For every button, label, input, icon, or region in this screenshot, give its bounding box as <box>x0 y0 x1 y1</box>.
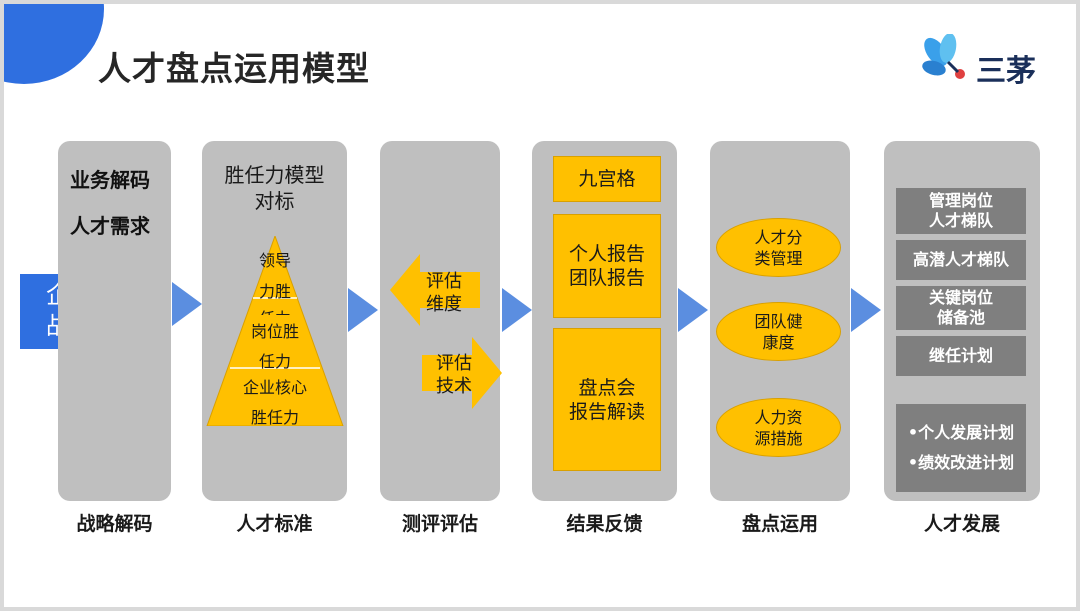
right-arrow-shape <box>422 337 502 409</box>
column-label-2: 人才标准 <box>236 513 313 535</box>
pyramid-text-7: 胜任力 <box>250 408 299 427</box>
column-assessment <box>380 141 500 501</box>
column-label-4: 结果反馈 <box>566 513 643 535</box>
pyramid-text-1: 领导 <box>258 251 291 270</box>
succession-plan-box: 继任计划 <box>896 336 1026 376</box>
pyramid-text-3: 任力 <box>245 305 305 315</box>
review-meeting-box: 盘点会 报告解读 <box>553 328 661 471</box>
column-label-5: 盘点运用 <box>741 513 818 535</box>
logo-text: 三茅 <box>976 54 1036 89</box>
management-pipeline-box: 管理岗位 人才梯队 <box>896 188 1026 234</box>
flow-arrow-1 <box>172 282 202 326</box>
logo-icon <box>922 34 965 79</box>
column-label-6: 人才发展 <box>923 513 1000 535</box>
column-label-3: 测评评估 <box>401 513 478 535</box>
assessment-technique-text: 评估 技术 <box>436 353 472 397</box>
flow-arrow-3 <box>502 288 532 332</box>
column-strategy-decoding <box>58 141 171 501</box>
competency-heading: 胜任力模型 对标 <box>224 163 325 213</box>
team-health-ellipse: 团队健 康度 <box>716 302 841 361</box>
hr-measures-ellipse: 人力资 源措施 <box>716 398 841 457</box>
pyramid-shape <box>206 236 344 426</box>
slide: 人才盘点运用模型 三茅 企业 战略 业务解码 人才需求 战略解码 胜任力模型 对… <box>4 4 1076 607</box>
column-label-1: 战略解码 <box>76 513 153 535</box>
high-potential-box: 高潜人才梯队 <box>896 240 1026 280</box>
talent-classification-ellipse: 人才分 类管理 <box>716 218 841 277</box>
business-decoding-text: 业务解码 <box>70 168 150 192</box>
nine-grid-box: 九宫格 <box>553 156 661 202</box>
flow-arrow-5 <box>851 288 881 332</box>
pyramid-text-6: 企业核心 <box>242 378 307 397</box>
left-arrow-shape <box>390 254 480 326</box>
pyramid-text-2: 力胜 <box>258 282 291 301</box>
report-box: 个人报告 团队报告 <box>553 214 661 318</box>
corner-decoration <box>4 4 104 84</box>
development-plans-box: •个人发展计划 •绩效改进计划 <box>896 404 1026 492</box>
key-position-box: 关键岗位 储备池 <box>896 286 1026 330</box>
talent-demand-text: 人才需求 <box>70 214 150 238</box>
pyramid-text-4: 岗位胜 <box>250 322 299 341</box>
flow-arrow-2 <box>348 288 378 332</box>
pyramid-text-5: 任力 <box>258 352 291 371</box>
flow-arrow-4 <box>678 288 708 332</box>
assessment-dimension-text: 评估 维度 <box>426 271 462 315</box>
page-title: 人才盘点运用模型 <box>98 49 370 88</box>
